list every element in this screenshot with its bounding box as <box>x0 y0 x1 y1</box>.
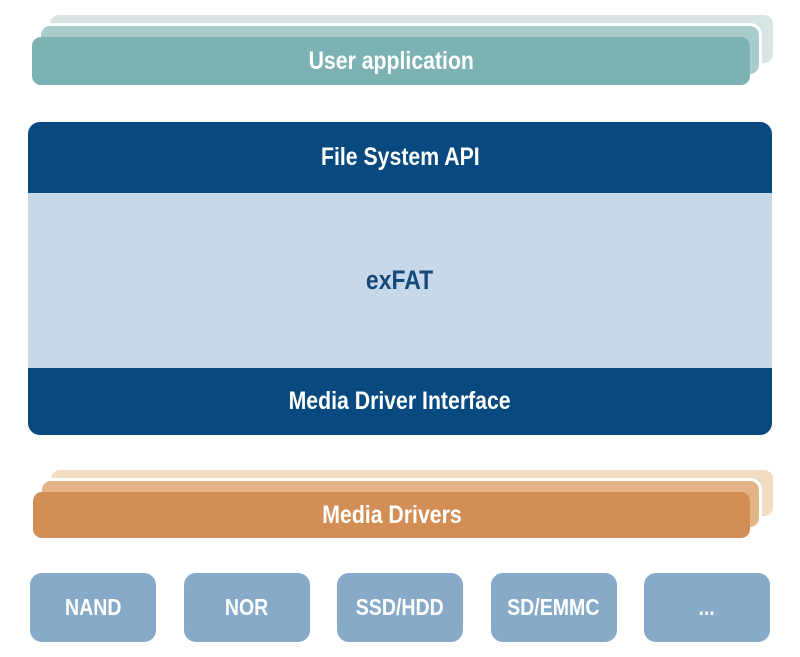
file-system-block: File System API exFAT Media Driver Inter… <box>28 122 772 435</box>
device-box-other: ... <box>644 573 770 642</box>
user-application-bar: User application <box>32 37 750 85</box>
media-driver-interface-label: Media Driver Interface <box>288 387 512 415</box>
exfat-core-band: exFAT <box>28 193 772 368</box>
devices-row: NAND NOR SSD/HDD SD/EMMC ... <box>30 573 770 642</box>
device-sd-emmc-label: SD/EMMC <box>507 594 600 620</box>
device-ssd-hdd-label: SSD/HDD <box>355 594 444 620</box>
user-application-label: User application <box>308 46 474 75</box>
device-box-nor: NOR <box>183 573 310 642</box>
file-system-api-band: File System API <box>28 122 772 193</box>
device-nand-label: NAND <box>64 594 122 620</box>
device-nor-label: NOR <box>224 594 269 620</box>
device-box-ssd-hdd: SSD/HDD <box>337 573 463 642</box>
device-box-nand: NAND <box>30 573 156 642</box>
file-system-api-label: File System API <box>320 143 480 171</box>
media-driver-interface-band: Media Driver Interface <box>28 368 772 435</box>
media-drivers-label: Media Drivers <box>321 500 462 529</box>
exfat-label: exFAT <box>366 265 434 295</box>
device-other-label: ... <box>698 594 716 620</box>
device-box-sd-emmc: SD/EMMC <box>490 573 617 642</box>
media-drivers-bar: Media Drivers <box>33 492 750 538</box>
